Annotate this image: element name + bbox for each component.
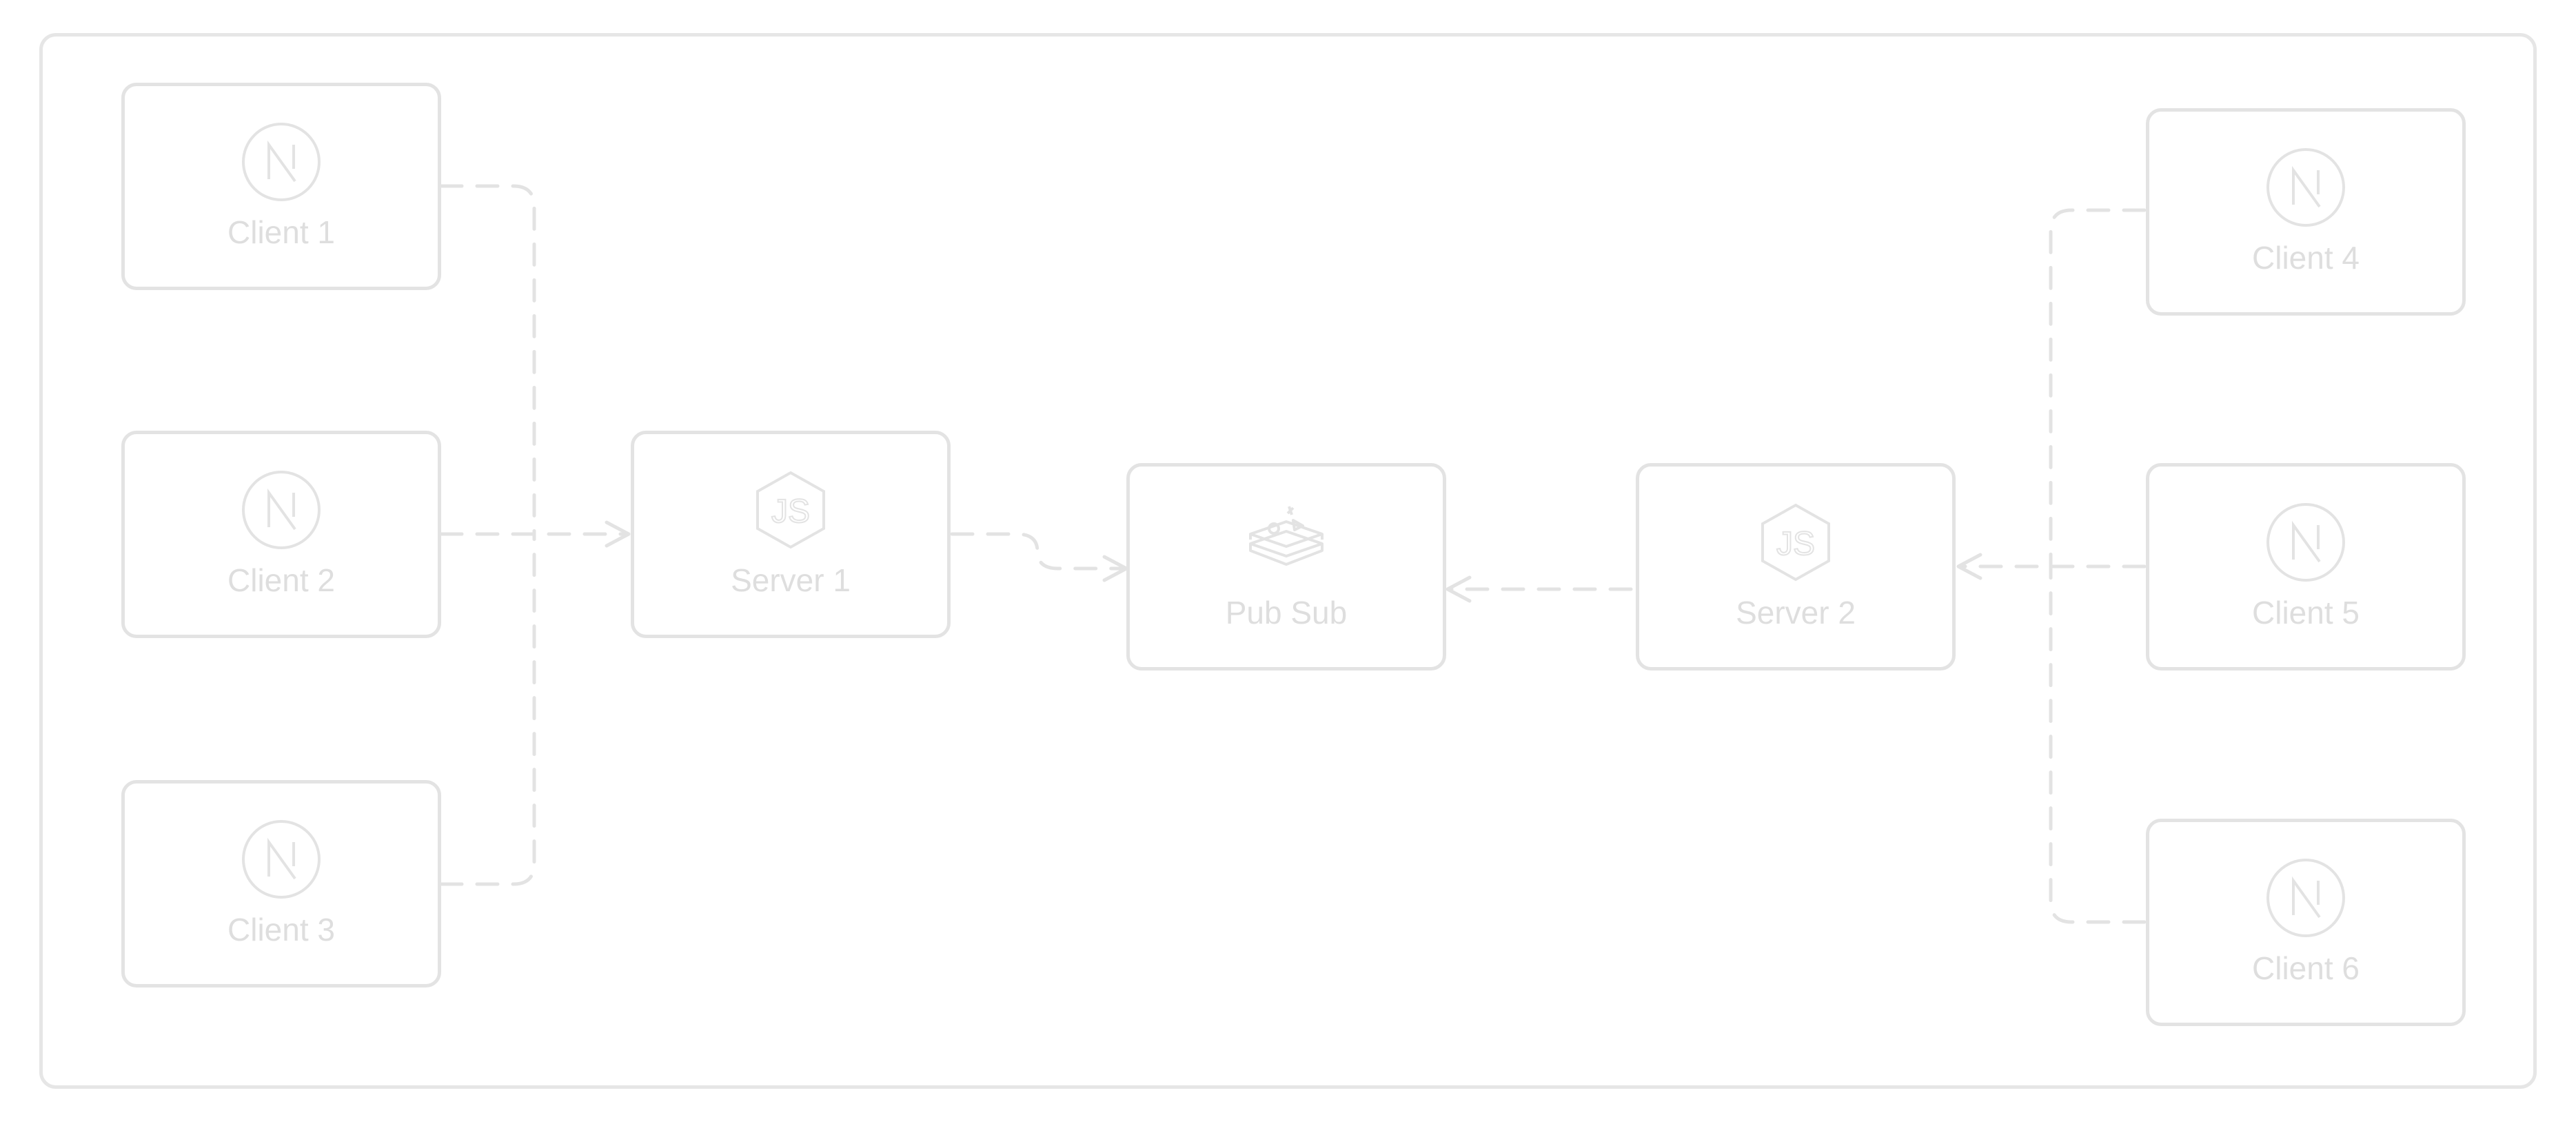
svg-text:JS: JS — [771, 493, 810, 530]
client-5-node[interactable]: Client 5 — [2146, 463, 2466, 671]
client-1-label: Client 1 — [227, 214, 335, 250]
client-6-node[interactable]: Client 6 — [2146, 819, 2466, 1026]
server-2-label: Server 2 — [1736, 595, 1856, 631]
pub-sub-node[interactable]: Pub Sub — [1126, 463, 1446, 671]
pub-sub-label: Pub Sub — [1225, 595, 1348, 631]
arrowhead-pub-sub-right — [1446, 575, 1472, 603]
nodejs-icon: JS — [749, 469, 832, 551]
diagram-frame — [39, 33, 2537, 1089]
server-2-node[interactable]: JS Server 2 — [1636, 463, 1956, 671]
edge-client-6-to-server-2 — [2049, 564, 2147, 924]
client-5-label: Client 5 — [2252, 595, 2360, 631]
arrowhead-server-2 — [1956, 553, 1982, 580]
nextjs-icon — [2264, 146, 2347, 229]
edge-client-4-to-server-2 — [2049, 208, 2147, 569]
client-4-node[interactable]: Client 4 — [2146, 108, 2466, 316]
nextjs-icon — [2264, 501, 2347, 584]
redis-icon — [1245, 501, 1328, 584]
svg-text:JS: JS — [1776, 526, 1815, 562]
edge-server-1-to-pub-sub — [950, 532, 1126, 571]
client-2-node[interactable]: Client 2 — [121, 431, 441, 638]
nodejs-icon: JS — [1754, 501, 1837, 584]
client-3-label: Client 3 — [227, 912, 335, 948]
nextjs-icon — [240, 121, 323, 203]
client-4-label: Client 4 — [2252, 240, 2360, 276]
nextjs-icon — [240, 818, 323, 901]
nextjs-icon — [240, 469, 323, 551]
client-6-label: Client 6 — [2252, 950, 2360, 986]
nextjs-icon — [2264, 857, 2347, 939]
server-1-node[interactable]: JS Server 1 — [631, 431, 951, 638]
edge-client-1-to-server-1 — [439, 184, 536, 536]
client-1-node[interactable]: Client 1 — [121, 83, 441, 290]
arrowhead-server-1 — [605, 520, 631, 548]
server-1-label: Server 1 — [731, 562, 851, 598]
edge-client-3-to-server-1 — [439, 532, 536, 886]
client-3-node[interactable]: Client 3 — [121, 780, 441, 987]
client-2-label: Client 2 — [227, 562, 335, 598]
